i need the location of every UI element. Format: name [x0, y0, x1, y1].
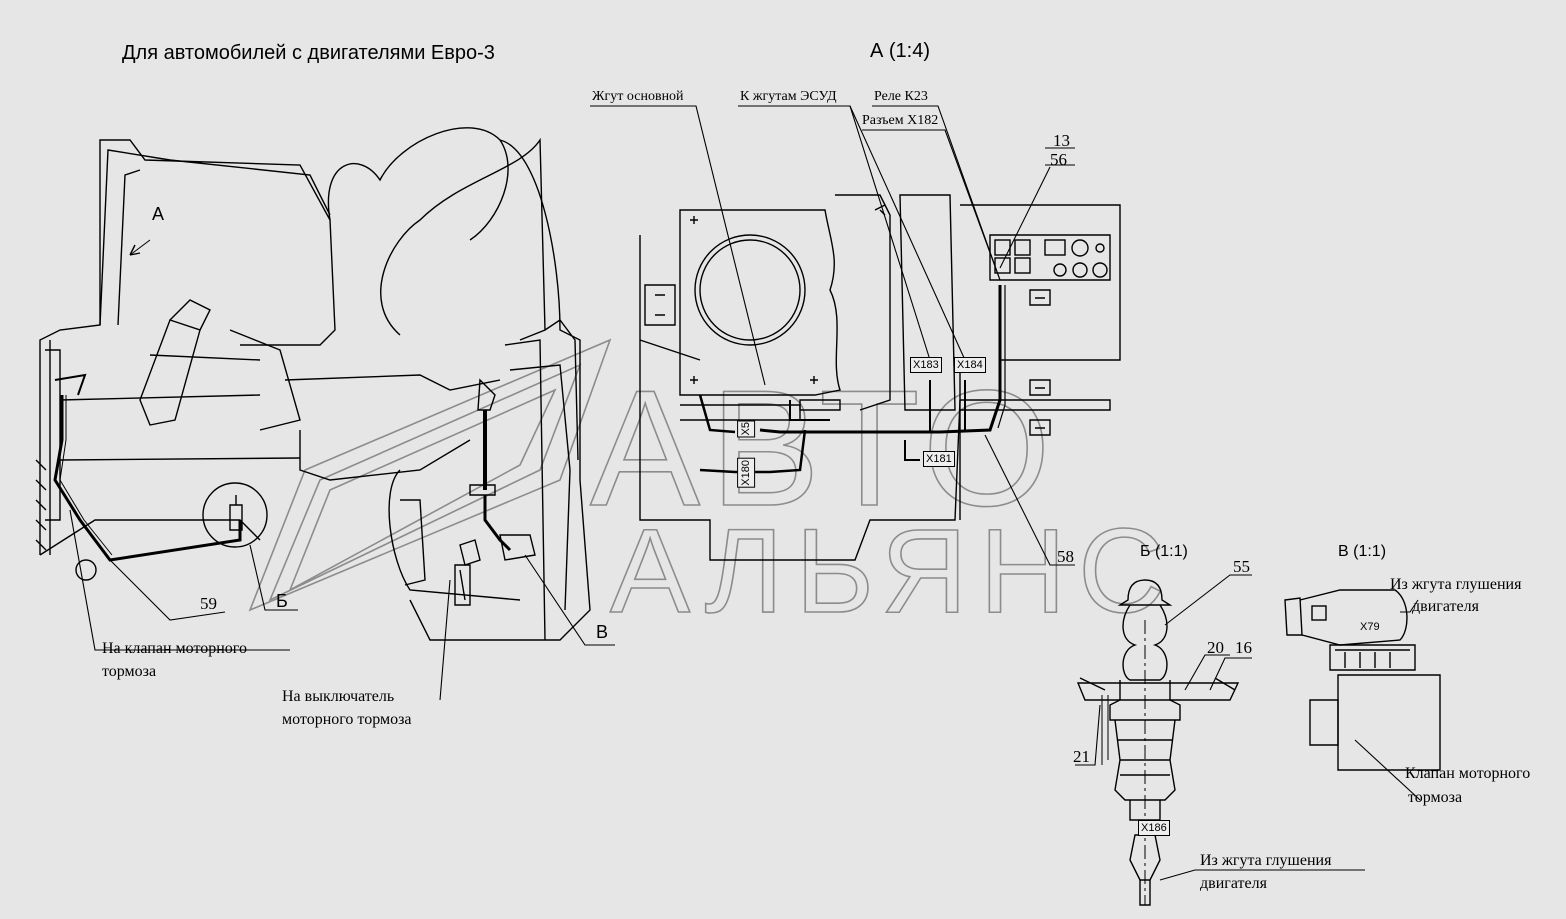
- view-marker-a: А: [152, 204, 165, 224]
- view-b-title: Б (1:1): [1140, 543, 1188, 560]
- connector-x5: X5: [737, 420, 756, 438]
- position-55: 55: [1233, 557, 1250, 576]
- position-13: 13: [1053, 131, 1070, 150]
- connector-x180: X180: [737, 458, 756, 488]
- label-harness-v-line2: двигателя: [1412, 598, 1479, 615]
- leaders-left: [69, 509, 615, 701]
- label-valve-v-line1: Клапан моторного: [1405, 765, 1531, 782]
- view-b-detail: [1075, 574, 1365, 906]
- position-59: 59: [200, 594, 217, 613]
- view-v-title: В (1:1): [1338, 543, 1387, 560]
- label-to-esud: К жгутам ЭСУД: [740, 89, 837, 104]
- view-marker-b: Б: [276, 591, 288, 611]
- label-switch-line1: На выключатель: [282, 688, 395, 705]
- view-a-title: А (1:4): [870, 40, 931, 62]
- label-relay-k23: Реле К23: [874, 89, 928, 104]
- watermark-line1: АВТО: [590, 356, 1061, 540]
- label-main-harness: Жгут основной: [592, 89, 684, 104]
- connector-x184: X184: [954, 357, 986, 374]
- connector-x181: X181: [923, 451, 955, 468]
- label-connector-x182: Разъем Х182: [862, 113, 939, 128]
- view-a-panel: [639, 194, 1121, 561]
- watermark: АВТО АЛЬЯНС: [248, 338, 1177, 639]
- view-marker-v: В: [596, 622, 609, 642]
- label-switch-line2: моторного тормоза: [282, 711, 412, 728]
- connector-x183: X183: [910, 357, 942, 374]
- label-valve-line1: На клапан моторного: [102, 640, 247, 657]
- view-v-detail: [1284, 589, 1441, 801]
- label-valve-line2: тормоза: [102, 663, 157, 680]
- drawing-title: Для автомобилей с двигателями Евро-3: [122, 42, 495, 64]
- position-56: 56: [1050, 150, 1067, 169]
- position-58: 58: [1057, 547, 1074, 566]
- label-harness-b-line2: двигателя: [1200, 875, 1267, 892]
- label-harness-b-line1: Из жгута глушения: [1200, 852, 1332, 869]
- label-harness-v-line1: Из жгута глушения: [1390, 576, 1522, 593]
- position-20: 20: [1207, 638, 1224, 657]
- label-valve-v-line2: тормоза: [1408, 789, 1463, 806]
- position-16: 16: [1235, 638, 1252, 657]
- position-21: 21: [1073, 747, 1090, 766]
- cab-rear-section: [400, 139, 591, 641]
- connector-x79: X79: [1360, 621, 1380, 633]
- leaders-view-a: [590, 105, 1075, 566]
- watermark-line2: АЛЬЯНС: [610, 504, 1177, 638]
- connector-x186: X186: [1138, 820, 1170, 837]
- cab-side-view: [35, 127, 546, 601]
